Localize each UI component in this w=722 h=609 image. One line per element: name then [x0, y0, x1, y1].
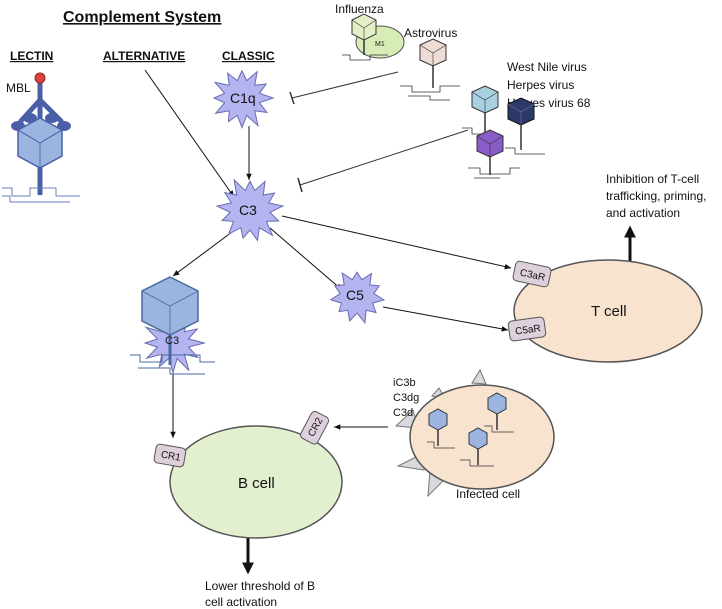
- mbl-label: MBL: [6, 81, 31, 95]
- alternative-arrow: [144, 69, 235, 198]
- c3-bound-star: [143, 314, 207, 375]
- c5ar-label: C5aR: [515, 323, 542, 337]
- c3-to-c3ar-arrow: [281, 215, 512, 270]
- c3ar-label: C3aR: [519, 268, 546, 284]
- herpes-virus: [505, 97, 545, 155]
- b-cell: B cell CR1 CR2: [153, 410, 343, 539]
- c3-label: C3: [239, 202, 257, 218]
- cr2-receptor: [300, 410, 330, 445]
- tcell-label: T cell: [591, 303, 627, 320]
- inner-virus-3: [460, 427, 494, 467]
- fragment-ic3b: iC3b: [393, 377, 416, 389]
- west-nile-virus: [462, 85, 500, 135]
- tcell-outcome-2: trafficking, priming,: [606, 189, 706, 203]
- tcell-outcome-1: Inhibition of T-cell: [606, 172, 699, 186]
- right-virus-labels: West Nile virus Herpes virus Herves viru…: [507, 60, 591, 110]
- mbl-virus: MBL: [2, 72, 80, 203]
- lectin-label: LECTIN: [10, 49, 53, 63]
- infected-cell: Infected cell: [394, 368, 555, 501]
- c3-to-c5-arrow: [269, 227, 343, 291]
- m1-label: M1: [375, 41, 385, 48]
- herpesvirus-68: [468, 129, 520, 179]
- bcell-outcome-1: Lower threshold of B: [205, 579, 315, 593]
- infected-cell-label: Infected cell: [456, 487, 520, 501]
- cr1-receptor: [153, 443, 187, 468]
- bcell-outcome-2: cell activation: [205, 595, 277, 609]
- influenza-virus: Influenza M1: [335, 2, 405, 61]
- c1q-label: C1q: [230, 90, 256, 106]
- astrovirus-label: Astrovirus: [404, 26, 457, 40]
- herpes-label: Herpes virus: [507, 78, 574, 92]
- c3-to-virus-arrow: [172, 231, 233, 277]
- fragment-c3dg: C3dg: [393, 392, 419, 404]
- c5-label: C5: [346, 287, 364, 303]
- inhibit-c3-line: [299, 129, 469, 186]
- inhibit-c1q-line: [291, 71, 399, 99]
- inner-virus-2: [484, 392, 514, 433]
- cr1-label: CR1: [160, 449, 182, 463]
- astrovirus: Astrovirus: [400, 26, 460, 101]
- alternative-label: ALTERNATIVE: [103, 49, 185, 63]
- c3-bound-label: C3: [165, 335, 179, 347]
- protein-stars: [143, 69, 386, 375]
- c3-star: [215, 178, 285, 242]
- c1q-star: [212, 69, 275, 129]
- bcell-label: B cell: [238, 475, 275, 492]
- inner-virus-1: [427, 408, 455, 449]
- c5-star: [329, 271, 386, 325]
- tcell-outcome-3: and activation: [606, 206, 680, 220]
- c3-coated-virus: [130, 276, 215, 375]
- t-cell: T cell C3aR C5aR: [507, 259, 703, 363]
- c5ar-receptor: [507, 316, 547, 342]
- diagram-title: Complement System: [63, 9, 221, 26]
- influenza-label: Influenza: [335, 2, 384, 16]
- classic-label: CLASSIC: [222, 49, 275, 63]
- c5-to-c5ar-arrow: [382, 306, 509, 332]
- fragment-c3d: C3d: [393, 407, 413, 419]
- west-nile-label: West Nile virus: [507, 60, 587, 74]
- c3ar-receptor: [512, 260, 552, 288]
